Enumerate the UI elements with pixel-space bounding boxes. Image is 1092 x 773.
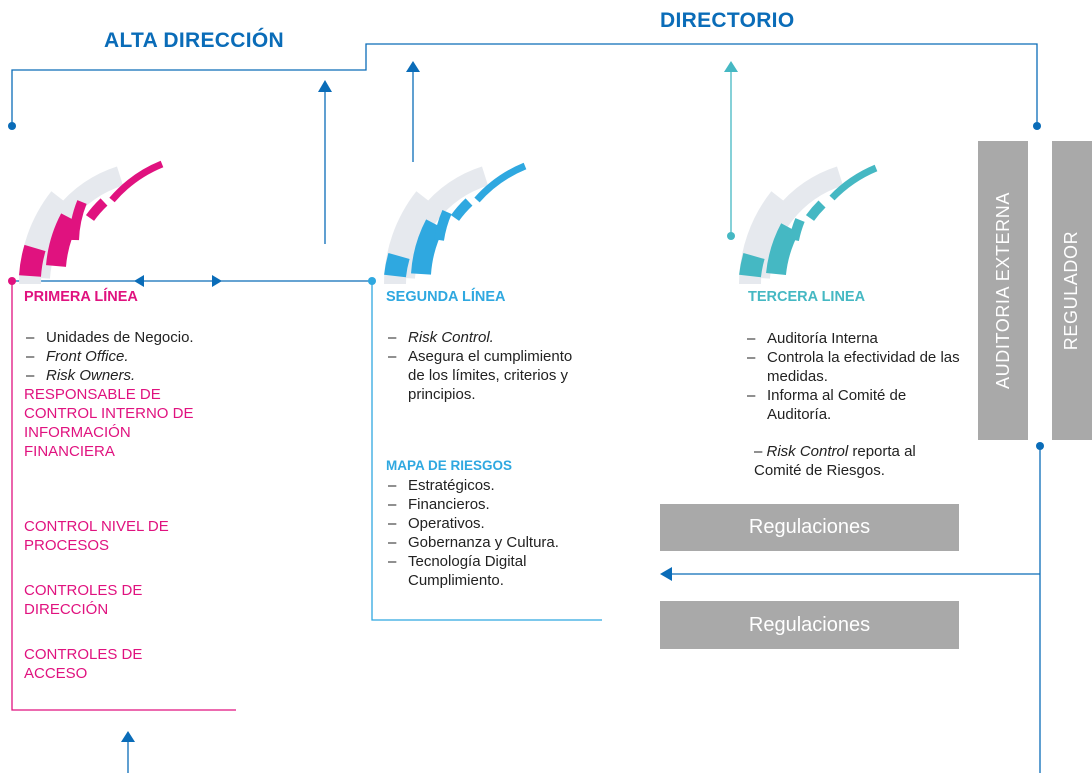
primera-title: PRIMERA LÍNEA: [24, 289, 138, 305]
arrowhead-segunda-up: [406, 61, 420, 72]
list-item: Controla la efectividad de las medidas.: [745, 348, 970, 386]
primera-block-direccion: CONTROLES DE DIRECCIÓN: [24, 582, 143, 618]
arrowhead-horizontal-right: [212, 275, 222, 287]
primera-bracket: [11, 281, 236, 711]
list-item: Risk Control.: [386, 328, 591, 347]
regulador-box: REGULADOR: [1052, 141, 1092, 440]
dot-segunda: [368, 277, 376, 285]
regulaciones-box-1: Regulaciones: [660, 504, 959, 551]
dot-top-left: [8, 122, 16, 130]
arc-logo-tercera: [739, 164, 878, 285]
mapa-riesgos-title: MAPA DE RIESGOS: [386, 458, 513, 473]
list-item: Gobernanza y Cultura.: [386, 533, 601, 552]
primera-block-procesos: CONTROL NIVEL DE PROCESOS: [24, 518, 169, 554]
top-bracket-line: [11, 43, 1038, 126]
tercera-note-text: reporta al Comité de Riesgos.: [754, 443, 916, 479]
regulador-label: REGULADOR: [1061, 230, 1082, 351]
header-directorio: DIRECTORIO: [660, 9, 795, 32]
dot-regulador: [1036, 442, 1044, 450]
arc-logo-primera: [19, 160, 164, 285]
segunda-title: SEGUNDA LÍNEA: [386, 289, 506, 305]
mapa-riesgos-list: Estratégicos. Financieros. Operativos. G…: [386, 476, 601, 590]
tercera-title: TERCERA LINEA: [748, 289, 866, 305]
dot-primera: [8, 277, 16, 285]
dot-top-right: [1033, 122, 1041, 130]
list-item: Unidades de Negocio.: [24, 328, 254, 347]
list-item: Tecnología Digital Cumplimiento.: [386, 552, 601, 590]
regulaciones-box-2: Regulaciones: [660, 601, 959, 649]
arrowhead-tercera-up: [724, 61, 738, 72]
segunda-list: Risk Control. Asegura el cumplimiento de…: [386, 328, 591, 404]
list-item: Informa al Comité de Auditoría.: [745, 386, 970, 424]
tercera-list: Auditoría Interna Controla la efectivida…: [745, 329, 970, 424]
arc-logo-segunda: [384, 162, 527, 285]
dot-tercera: [727, 232, 735, 240]
header-alta-direccion: ALTA DIRECCIÓN: [104, 29, 284, 52]
list-item: Estratégicos.: [386, 476, 601, 495]
list-item: Operativos.: [386, 514, 601, 533]
primera-list: Unidades de Negocio. Front Office. Risk …: [24, 328, 254, 385]
auditoria-externa-label: AUDITORIA EXTERNA: [992, 192, 1013, 389]
list-item: Asegura el cumplimiento de los límites, …: [386, 347, 591, 404]
segunda-bracket: [371, 281, 602, 621]
tercera-note: – Risk Control reporta al Comité de Ries…: [754, 443, 916, 479]
list-item: Front Office.: [24, 347, 254, 366]
arrowhead-to-regulaciones: [660, 567, 672, 581]
primera-block-acceso: CONTROLES DE ACCESO: [24, 646, 143, 682]
arrowhead-bottom-up: [121, 731, 135, 742]
primera-block-ciif: RESPONSABLE DE CONTROL INTERNO DE INFORM…: [24, 386, 194, 460]
list-item: Auditoría Interna: [745, 329, 970, 348]
arrowhead-horizontal-left: [134, 275, 144, 287]
list-item: Financieros.: [386, 495, 601, 514]
arrowhead-primera-up: [318, 80, 332, 92]
tercera-note-emphasis: Risk Control: [766, 443, 849, 460]
auditoria-externa-box: AUDITORIA EXTERNA: [978, 141, 1028, 440]
list-item: Risk Owners.: [24, 366, 254, 385]
